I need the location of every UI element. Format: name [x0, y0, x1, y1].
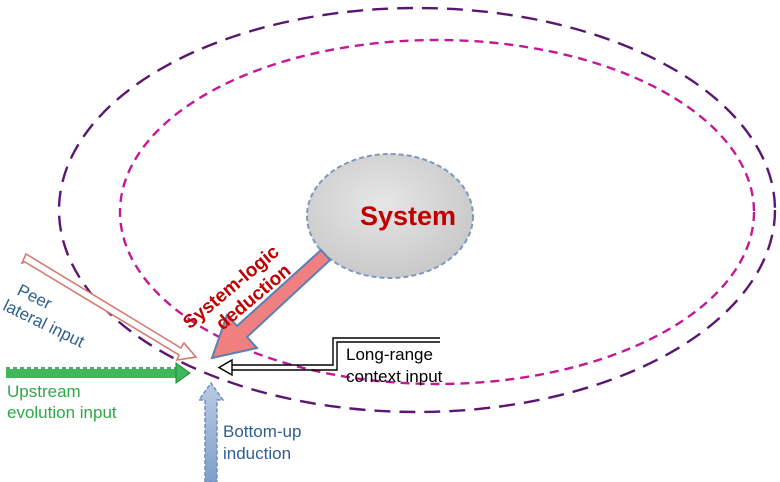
- longrange-arrow-head: [217, 358, 233, 377]
- inner-context-ellipse: [118, 38, 756, 386]
- upstream-arrow-shaft: [6, 369, 176, 378]
- upstream-arrow-head: [175, 362, 191, 384]
- system-ellipse: [306, 153, 474, 279]
- longrange-label-line1: Long-range: [346, 345, 433, 364]
- longrange-label: Long-range context input: [346, 345, 443, 386]
- bottomup-label-line1: Bottom-up: [223, 422, 301, 441]
- upstream-label-line1: Upstream: [7, 382, 81, 401]
- bottomup-label-line2: induction: [223, 444, 291, 463]
- bottomup-label: Bottom-up induction: [223, 422, 306, 463]
- longrange-arrow-line-inner: [230, 341, 440, 371]
- upstream-label: Upstream evolution input: [7, 382, 117, 422]
- upstream-label-line2: evolution input: [7, 403, 117, 422]
- outer-context-ellipse: [57, 6, 777, 414]
- bottomup-arrow: [197, 381, 225, 482]
- longrange-arrow-line-outer: [230, 337, 440, 366]
- longrange-label-line2: context input: [346, 367, 443, 386]
- peer-arrow: [20, 252, 198, 362]
- deduction-arrow: [210, 248, 332, 360]
- system-label: System: [360, 201, 456, 231]
